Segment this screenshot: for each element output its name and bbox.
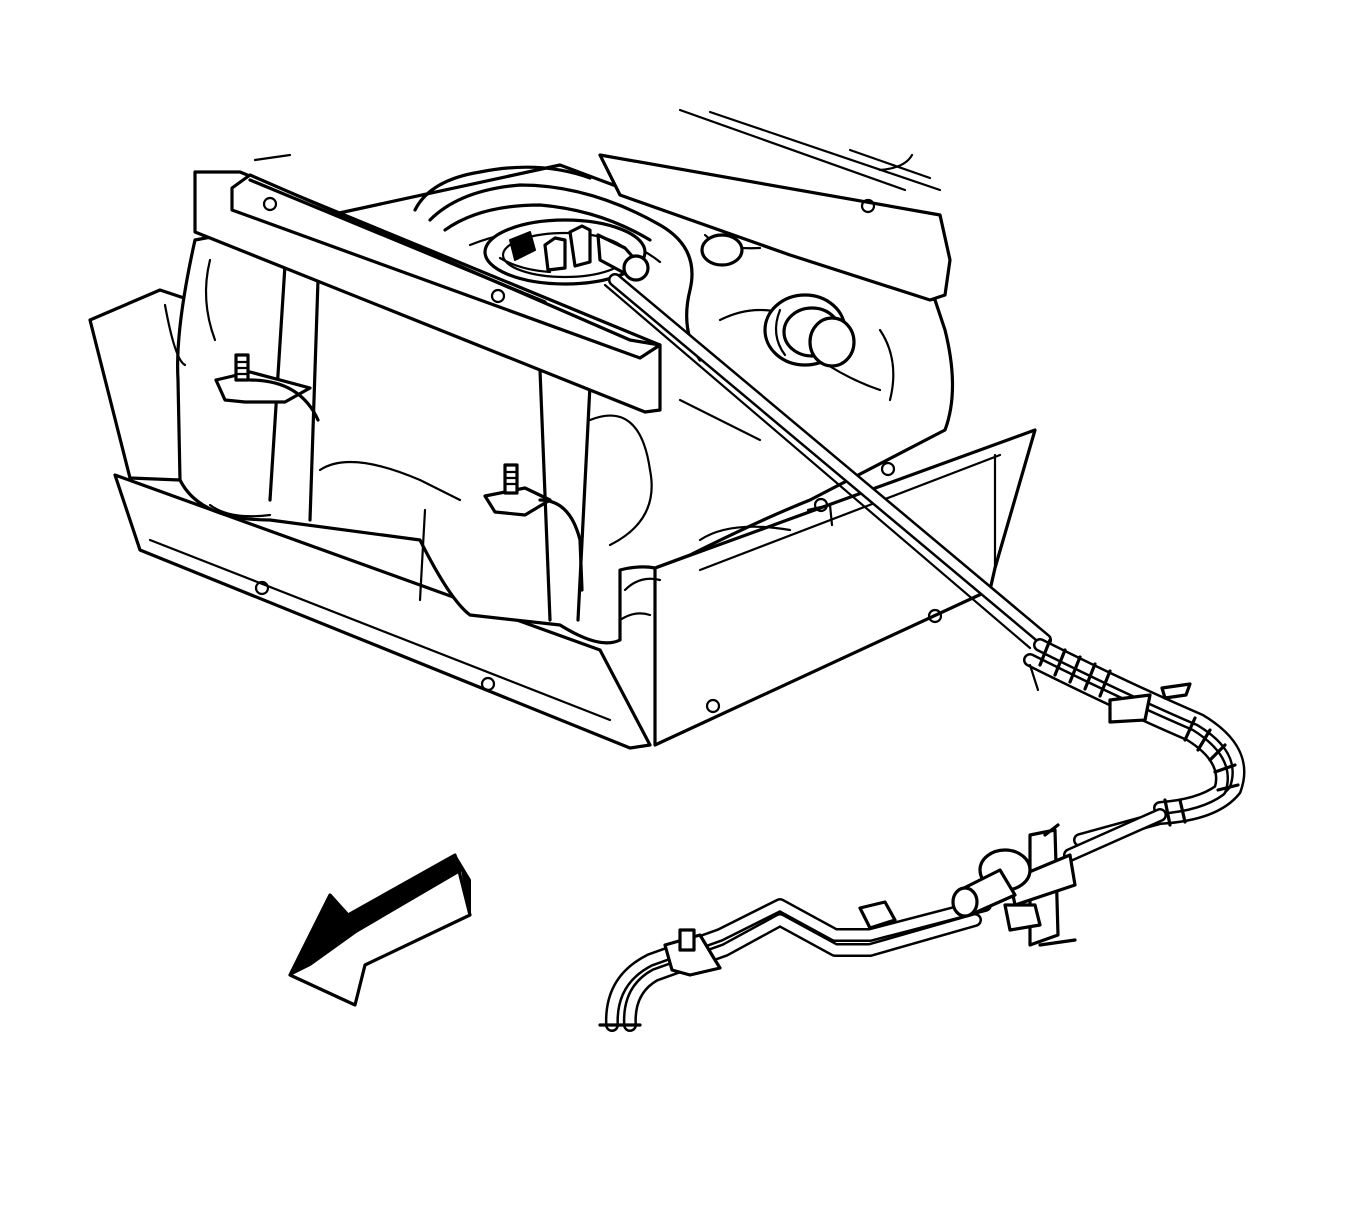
fuel-sender-module bbox=[483, 218, 650, 286]
line-bracket bbox=[663, 900, 897, 977]
front-direction-arrow-icon bbox=[288, 853, 472, 1007]
stud-right bbox=[483, 463, 584, 592]
frame-crossmember bbox=[193, 153, 952, 414]
stud-left bbox=[214, 353, 320, 422]
fuel-tank-shield bbox=[88, 288, 1037, 750]
fuel-filter bbox=[951, 823, 1077, 947]
mounting-studs bbox=[214, 353, 834, 592]
fuel-lines bbox=[598, 273, 1246, 1032]
filler-neck bbox=[700, 233, 856, 368]
